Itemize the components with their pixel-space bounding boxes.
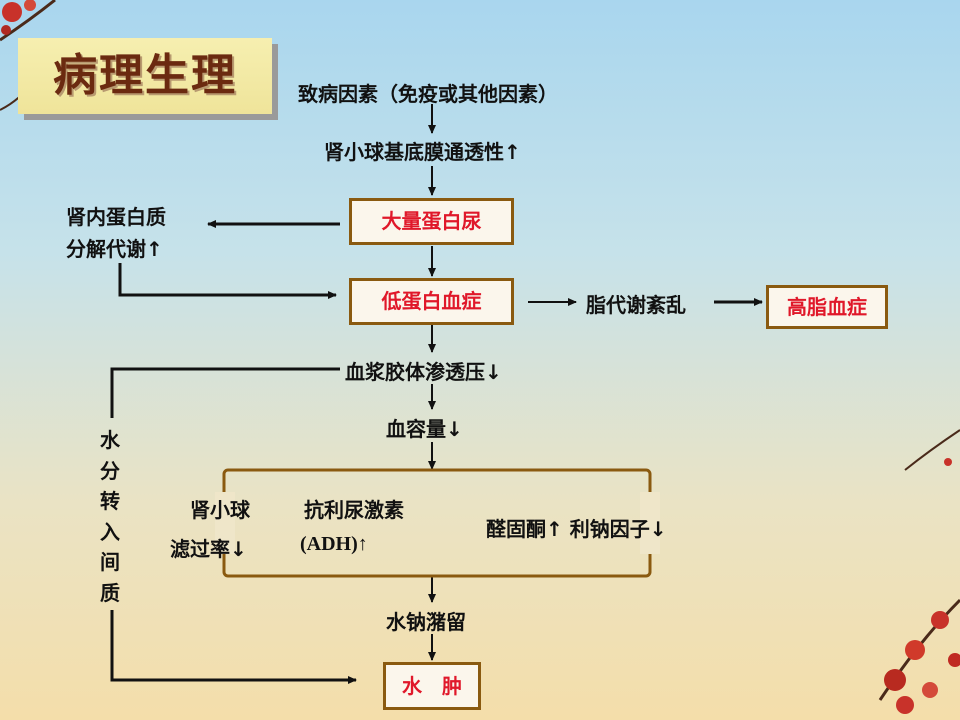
edema-label: 水 肿: [402, 674, 462, 698]
gfr-line2: 滤过率↓: [170, 537, 247, 561]
catabolism-line1: 肾内蛋白质: [66, 205, 166, 229]
water-shift-vertical-label: 水 分 转 入 间 质: [97, 425, 123, 609]
bracket-gap-left: [215, 492, 235, 554]
proteinuria-label: 大量蛋白尿: [381, 209, 482, 233]
catabolism-line2: 分解代谢↑: [66, 237, 163, 261]
retention-label: 水钠潴留: [386, 610, 466, 634]
plum-branch-right: [878, 429, 960, 714]
title-box: 病理生理: [18, 38, 272, 114]
colloid-pressure-label: 血浆胶体渗透压↓: [345, 360, 502, 384]
hypoalbuminemia-label: 低蛋白血症: [381, 289, 482, 313]
water-shift-char: 水: [100, 428, 120, 452]
arrow-interstitium-to-edema: [110, 610, 357, 684]
hyperlipidemia-box: 高脂血症: [766, 285, 888, 329]
slide-title: 病理生理: [53, 50, 237, 101]
edema-box: 水 肿: [383, 662, 481, 710]
blood-volume-label: 血容量↓: [386, 417, 463, 441]
arrow-catabolism-to-hypoalbuminemia: [118, 263, 337, 299]
aldosterone-label: 醛固酮↑ 利钠因子↓: [486, 517, 667, 541]
catabolism-label: 肾内蛋白质 分解代谢↑: [66, 201, 166, 265]
water-shift-char: 转: [100, 489, 120, 514]
proteinuria-box: 大量蛋白尿: [349, 198, 514, 245]
adh-line1: 抗利尿激素: [304, 498, 404, 522]
water-shift-char: 入: [100, 519, 120, 544]
water-shift-char: 质: [100, 580, 120, 605]
cause-label: 致病因素（免疫或其他因素）: [298, 82, 558, 106]
bracket-gap-right: [640, 492, 660, 554]
hypoalbuminemia-box: 低蛋白血症: [349, 278, 514, 325]
water-shift-char: 间: [100, 550, 120, 575]
hyperlipidemia-label: 高脂血症: [787, 295, 867, 319]
line-pressure-to-interstitium: [110, 367, 340, 418]
plum-branch-top-left: [0, 0, 56, 111]
water-shift-char: 分: [100, 458, 120, 483]
gfr-line1: 肾小球: [190, 498, 250, 522]
gbm-permeability-label: 肾小球基底膜通透性↑: [324, 140, 521, 164]
adh-line2: (ADH)↑: [300, 533, 368, 555]
lipid-disorder-label: 脂代谢紊乱: [586, 293, 686, 317]
